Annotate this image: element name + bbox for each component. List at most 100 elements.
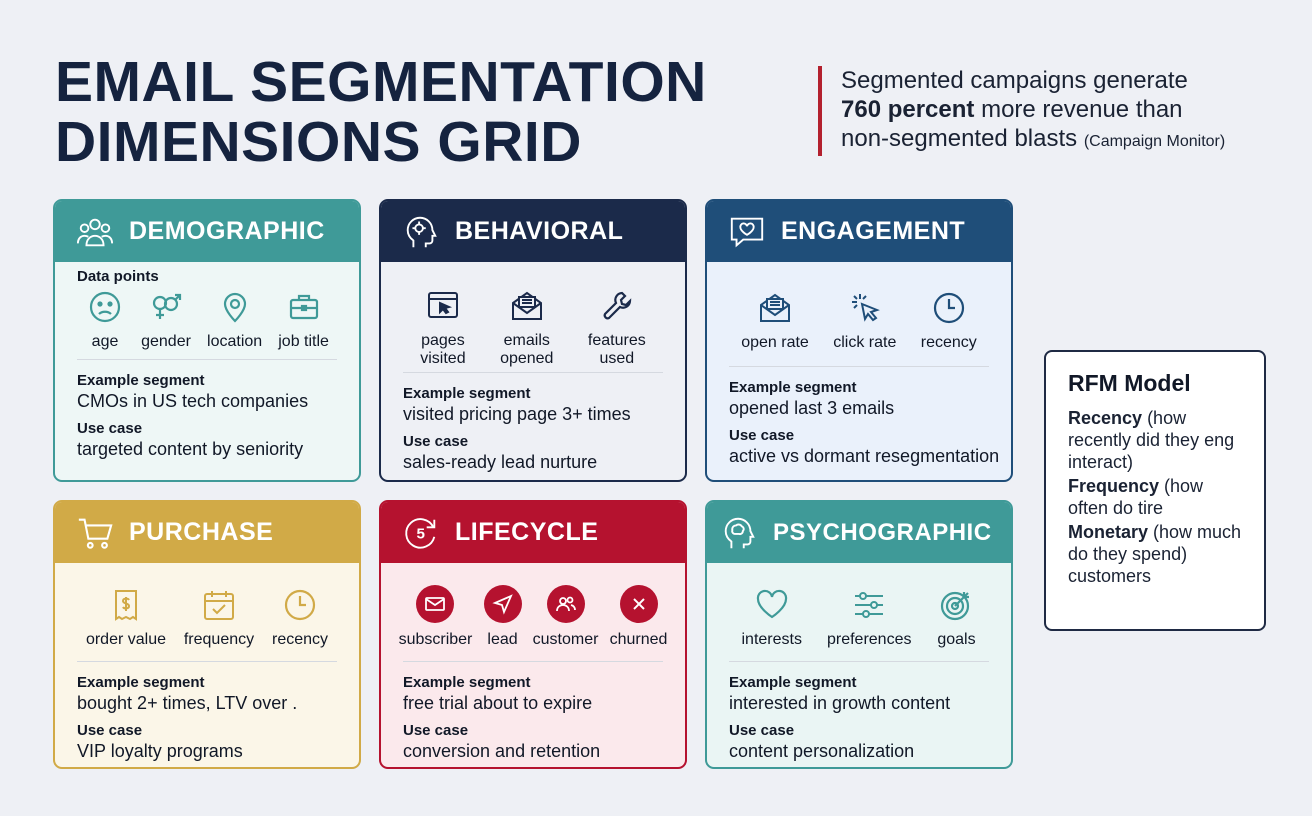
example-label: Example segment (403, 385, 531, 402)
example-label: Example segment (77, 674, 205, 691)
clock-icon (280, 585, 320, 625)
heart-chat-icon (727, 212, 767, 252)
usecase-label: Use case (729, 722, 795, 739)
face-icon (85, 287, 125, 327)
item-gender: gender (141, 287, 191, 351)
usecase-value: targeted content by seniority (77, 439, 304, 459)
card-title: ENGAGEMENT (781, 217, 966, 245)
item-recency: recency (272, 585, 328, 649)
rfm-model-box: RFM Model Recency (how recently did they… (1044, 350, 1266, 631)
item-order-value: order value (86, 585, 166, 649)
cycle-five-icon: 5 (401, 513, 441, 553)
card-title: PURCHASE (129, 518, 274, 546)
gender-icon (146, 287, 186, 327)
example-value: visited pricing page 3+ times (403, 404, 631, 424)
card-title: PSYCHOGRAPHIC (773, 518, 992, 546)
envelope-icon (416, 585, 455, 623)
x-icon (619, 585, 658, 623)
stat-line-2: 760 percent more revenue than (841, 96, 1183, 123)
item-customer: customer (533, 585, 598, 649)
usecase-label: Use case (403, 433, 469, 450)
usecase-value: sales-ready lead nurture (403, 452, 598, 472)
card-title: LIFECYCLE (455, 518, 599, 546)
calendar-check-icon (199, 585, 239, 625)
page-title: EMAIL SEGMENTATION DIMENSIONS GRID (55, 52, 707, 172)
card-header: 5 LIFECYCLE (381, 502, 685, 563)
rfm-monetary: Monetary (how much do they spend) custom… (1068, 522, 1242, 586)
usecase-value: content personalization (729, 741, 915, 761)
rfm-frequency: Frequency (how often do tire (1068, 476, 1204, 518)
item-open-rate: open rate (741, 288, 809, 352)
sliders-icon (849, 585, 889, 625)
heart-icon (752, 585, 792, 625)
item-churned: churned (610, 585, 667, 649)
rfm-title: RFM Model (1068, 370, 1191, 396)
divider (77, 359, 337, 360)
stat-highlight: 760 percent (841, 96, 975, 123)
wrench-icon (597, 286, 637, 326)
stat-line-1: Segmented campaigns generate (841, 67, 1188, 94)
users-icon (546, 585, 585, 623)
card-behavioral: BEHAVIORAL pages visited emails opened f… (379, 199, 687, 482)
item-job-title: job title (278, 287, 329, 351)
divider (729, 366, 989, 367)
card-purchase: PURCHASE order value frequency recency E… (53, 500, 361, 769)
stat-source: (Campaign Monitor) (1083, 133, 1226, 150)
usecase-label: Use case (729, 427, 795, 444)
card-title: BEHAVIORAL (455, 217, 624, 245)
item-subscriber: subscriber (399, 585, 472, 649)
card-header: ENGAGEMENT (707, 201, 1011, 262)
navigation-arrow-icon (483, 585, 522, 623)
item-age: age (85, 287, 125, 351)
item-location: location (207, 287, 262, 351)
clock-icon (929, 288, 969, 328)
example-label: Example segment (403, 674, 531, 691)
people-group-icon (75, 212, 115, 252)
stat-callout: Segmented campaigns generate 760 percent… (818, 66, 1288, 156)
item-click-rate: click rate (833, 288, 896, 352)
title-line-2: DIMENSIONS GRID (55, 110, 582, 174)
example-label: Example segment (77, 372, 205, 389)
shopping-cart-icon (75, 513, 115, 553)
card-header: BEHAVIORAL (381, 201, 685, 262)
card-header: DEMOGRAPHIC (55, 201, 359, 262)
card-header: PSYCHOGRAPHIC (707, 502, 1011, 563)
example-label: Example segment (729, 674, 857, 691)
item-features-used: features used (588, 286, 646, 368)
example-value: interested in growth content (729, 693, 951, 713)
title-line-1: EMAIL SEGMENTATION (55, 50, 707, 114)
divider (729, 661, 989, 662)
item-preferences: preferences (827, 585, 911, 649)
item-goals: goals (936, 585, 976, 649)
rfm-recency: Recency (how recently did they eng inter… (1068, 408, 1235, 472)
browser-cursor-icon (423, 286, 463, 326)
card-lifecycle: 5 LIFECYCLE subscriber lead customer chu… (379, 500, 687, 769)
data-points-label: Data points (77, 268, 159, 285)
divider (77, 661, 337, 662)
head-brain-icon (719, 513, 759, 553)
location-pin-icon (215, 287, 255, 327)
usecase-value: conversion and retention (403, 741, 601, 761)
svg-text:5: 5 (417, 525, 426, 542)
item-emails-opened: emails opened (500, 286, 553, 368)
item-pages-visited: pages visited (420, 286, 466, 368)
receipt-icon (106, 585, 146, 625)
item-recency: recency (921, 288, 977, 352)
briefcase-icon (284, 287, 324, 327)
cursor-click-icon (845, 288, 885, 328)
item-frequency: frequency (184, 585, 254, 649)
usecase-label: Use case (77, 722, 143, 739)
usecase-label: Use case (77, 420, 143, 437)
open-envelope-icon (507, 286, 547, 326)
usecase-label: Use case (403, 722, 469, 739)
card-engagement: ENGAGEMENT open rate click rate recency … (705, 199, 1013, 482)
example-value: CMOs in US tech companies (77, 391, 309, 411)
example-value: bought 2+ times, LTV over . (77, 693, 298, 713)
item-interests: interests (742, 585, 802, 649)
usecase-value: active vs dormant resegmentation (729, 446, 1000, 466)
card-title: DEMOGRAPHIC (129, 217, 325, 245)
stat-line-3: non-segmented blasts (Campaign Monitor) (841, 125, 1226, 152)
item-lead: lead (483, 585, 522, 649)
usecase-value: VIP loyalty programs (77, 741, 243, 761)
divider (403, 661, 663, 662)
